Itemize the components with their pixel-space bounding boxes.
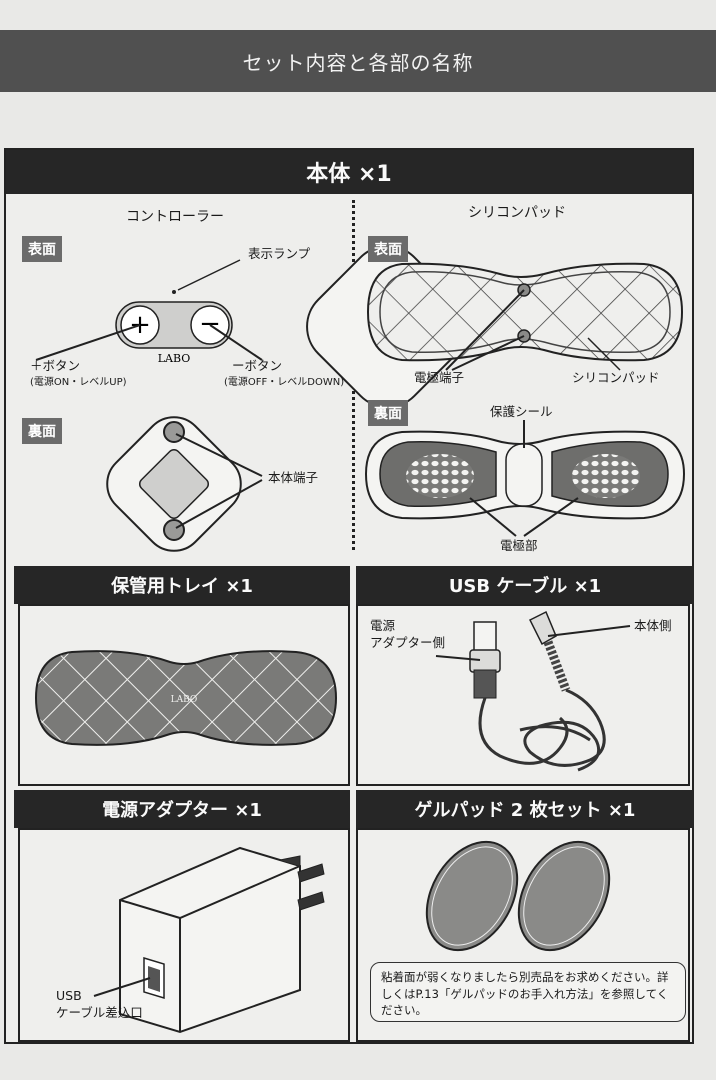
lamp-label: 表示ランプ: [248, 246, 311, 261]
terminal-bottom: [163, 519, 185, 541]
tray-heading-bar: 保管用トレイ ×1: [14, 566, 350, 604]
section-title-bar: セット内容と各部の名称: [0, 30, 716, 92]
gel-pad-right: [517, 840, 611, 952]
tray-illustration: LABO: [34, 650, 338, 746]
protective-seal-label: 保護シール: [490, 404, 553, 419]
usb-heading: USB ケーブル ×1: [448, 576, 602, 597]
controller-back-tag: 裏面: [22, 418, 62, 444]
plus-button-note: (電源ON・レベルUP): [30, 377, 127, 388]
minus-button-note: (電源OFF・レベルDOWN): [224, 377, 345, 388]
body-side-label: 本体側: [634, 618, 672, 633]
controller-logo: LABO: [158, 352, 191, 365]
usb-heading-bar: USB ケーブル ×1: [356, 566, 694, 604]
usb-cable-illustration: [435, 610, 631, 772]
gel-pad-note: 粘着面が弱くなりましたら別売品をお求めください。詳しくはP.13「ゲルパッドのお…: [370, 962, 686, 1022]
pad-front: [366, 262, 684, 362]
terminal-top: [163, 421, 185, 443]
plus-button-label: ＋ボタン: [30, 358, 81, 373]
controller-front-tag: 表面: [22, 236, 62, 262]
section-title: セット内容と各部の名称: [242, 50, 474, 75]
svg-text:−: −: [199, 309, 221, 339]
usb-port-label: USB ケーブル差込口: [56, 988, 143, 1020]
main-unit-heading-bar: 本体 ×1: [6, 150, 692, 194]
controller-title: コントローラー: [126, 209, 224, 225]
main-unit-heading: 本体 ×1: [306, 162, 392, 187]
electrode-part-label: 電極部: [500, 538, 538, 553]
silicone-pad-illustration: [364, 262, 686, 537]
tray-body: [34, 650, 338, 746]
electrode-terminal-label: 電極端子: [414, 370, 465, 385]
usb-cell: [356, 604, 690, 786]
lamp-dot: [172, 290, 176, 294]
gel-pad-left: [425, 840, 519, 952]
silicone-pad-title: シリコンパッド: [468, 205, 566, 221]
electrode-left: [406, 454, 474, 498]
adapter-heading: 電源アダプター ×1: [102, 800, 262, 821]
pad-front-tag: 表面: [368, 236, 408, 262]
gel-pad-note-text: 粘着面が弱くなりましたら別売品をお求めください。詳しくはP.13「ゲルパッドのお…: [381, 970, 669, 1018]
terminal-label: 本体端子: [268, 470, 319, 485]
gel-pad-heading: ゲルパッド 2 枚セット ×1: [414, 800, 636, 821]
electrode-right: [572, 454, 640, 498]
pad-back-tag: 裏面: [368, 400, 408, 426]
adapter-body: [119, 846, 301, 1034]
adapter-side-label: 電源 アダプター側: [370, 618, 446, 650]
tray-heading: 保管用トレイ ×1: [111, 576, 253, 597]
adapter-heading-bar: 電源アダプター ×1: [14, 790, 350, 828]
tray-logo: LABO: [171, 695, 198, 705]
gel-pad-heading-bar: ゲルパッド 2 枚セット ×1: [356, 790, 694, 828]
minus-button-label: ーボタン: [232, 358, 283, 373]
silicone-pad-label: シリコンパッド: [572, 370, 660, 385]
